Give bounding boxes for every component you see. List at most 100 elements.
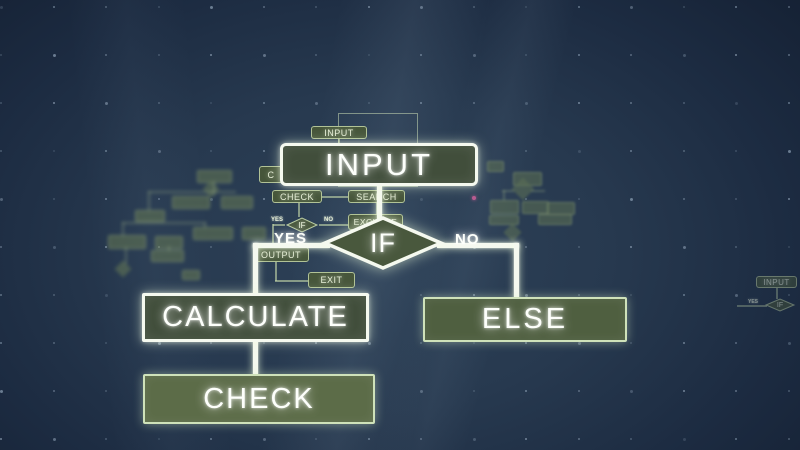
grid-dot — [577, 342, 581, 345]
grid-dot — [420, 438, 422, 440]
grid-dot — [630, 54, 632, 56]
grid-dot — [420, 54, 422, 56]
grid-dot — [210, 342, 212, 344]
grid-dot — [682, 294, 685, 296]
grid-dot — [105, 102, 108, 105]
grid-dot — [105, 342, 107, 344]
grid-dot — [315, 438, 317, 440]
grid-dot — [787, 390, 790, 392]
grid-dot — [0, 342, 2, 344]
midground-if-label: IF — [298, 220, 306, 230]
grid-dot — [682, 198, 685, 200]
grid-dot — [420, 294, 422, 296]
grid-dot — [787, 54, 790, 56]
grid-dot — [157, 54, 160, 56]
grid-dot — [787, 150, 791, 153]
grid-dot — [735, 150, 737, 152]
grid-dot — [787, 6, 790, 8]
no-branch-line-vertical — [514, 243, 519, 299]
grid-dot — [157, 246, 160, 248]
input-to-if-line — [377, 186, 382, 219]
if-label: IF — [370, 227, 396, 258]
grid-dot — [577, 390, 580, 392]
grid-dot — [315, 6, 317, 8]
grid-dot — [577, 102, 580, 104]
grid-dot — [525, 54, 527, 56]
grid-dot — [682, 6, 685, 8]
grid-dot — [52, 342, 55, 344]
distant-if-diamond — [764, 298, 796, 312]
distant-if-label: IF — [776, 301, 784, 309]
grid-dot — [157, 6, 160, 8]
grid-dot — [0, 198, 3, 201]
grid-dot — [525, 150, 527, 152]
if-diamond — [320, 216, 446, 270]
grid-dot — [315, 102, 318, 105]
grid-dot — [525, 198, 527, 200]
grid-dot — [682, 390, 685, 392]
grid-dot — [577, 150, 581, 153]
grid-dot — [472, 294, 475, 296]
grid-dot — [367, 54, 370, 56]
grid-dot — [420, 342, 422, 344]
yes-branch-label: YES — [274, 230, 308, 247]
midground-check-node: CHECK — [272, 190, 322, 203]
grid-dot — [315, 342, 317, 344]
grid-dot — [577, 6, 580, 8]
grid-dot — [787, 102, 790, 104]
grid-dot — [577, 294, 580, 296]
grid-dot — [420, 6, 423, 9]
grid-dot — [0, 102, 2, 104]
grid-dot — [420, 102, 422, 104]
grid-dot — [630, 102, 632, 104]
grid-dot — [472, 6, 475, 8]
grid-dot — [105, 390, 107, 392]
grid-dot — [682, 246, 686, 249]
grid-dot — [630, 6, 633, 9]
grid-dot — [157, 342, 161, 345]
grid-dot — [52, 6, 55, 8]
grid-dot — [525, 390, 527, 392]
midground-input-node: INPUT — [311, 126, 367, 139]
grid-dot — [787, 246, 790, 248]
grid-dot — [630, 246, 632, 248]
accent-dot — [472, 196, 476, 200]
grid-dot — [682, 102, 685, 104]
grid-dot — [630, 150, 632, 152]
grid-dot — [105, 438, 107, 440]
grid-dot — [525, 6, 527, 8]
grid-dot — [735, 342, 737, 344]
grid-dot — [787, 198, 790, 200]
grid-dot — [157, 150, 161, 153]
midground-exit-node: EXIT — [308, 272, 355, 288]
calculate-to-check-line — [253, 341, 258, 376]
grid-dot — [210, 246, 212, 248]
calculate-node: CALCULATE — [142, 293, 369, 342]
grid-dot — [735, 390, 737, 392]
grid-dot — [262, 342, 265, 344]
grid-dot — [472, 390, 475, 392]
grid-dot — [0, 54, 2, 56]
grid-dot — [420, 390, 423, 393]
grid-dot — [52, 438, 56, 441]
grid-dot — [52, 102, 55, 104]
grid-dot — [52, 390, 55, 392]
grid-dot — [682, 342, 685, 344]
grid-dot — [105, 54, 107, 56]
grid-dot — [210, 438, 212, 440]
grid-dot — [0, 6, 3, 9]
grid-dot — [735, 54, 737, 56]
grid-dot — [787, 438, 790, 440]
grid-dot — [315, 54, 317, 56]
grid-dot — [157, 198, 160, 200]
grid-dot — [105, 6, 107, 8]
grid-dot — [0, 438, 2, 440]
grid-dot — [630, 342, 632, 344]
grid-dot — [0, 246, 2, 248]
grid-dot — [787, 294, 790, 296]
grid-dot — [105, 150, 107, 152]
grid-dot — [262, 438, 266, 441]
grid-dot — [420, 198, 423, 201]
grid-dot — [735, 438, 737, 440]
grid-dot — [525, 294, 528, 297]
